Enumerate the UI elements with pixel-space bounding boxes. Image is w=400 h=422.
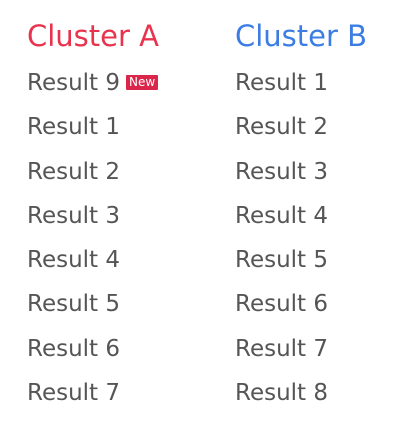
cluster-b-result-list: Result 1 Result 2 Result 3 Result 4 Resu… (235, 61, 367, 415)
cluster-b: Cluster B Result 1 Result 2 Result 3 Res… (235, 16, 367, 415)
cluster-a-result-item[interactable]: Result 2 (27, 150, 159, 194)
cluster-a: Cluster A Result 9 New Result 1 Result 2 … (27, 16, 159, 415)
cluster-a-title: Cluster A (27, 19, 159, 53)
result-label: Result 4 (27, 247, 121, 274)
cluster-a-result-item[interactable]: Result 6 (27, 327, 159, 371)
result-label: Result 4 (235, 202, 329, 229)
cluster-a-result-item[interactable]: Result 1 (27, 105, 159, 149)
result-label: Result 3 (27, 202, 121, 229)
cluster-a-result-item[interactable]: Result 9 New (27, 61, 159, 105)
result-label: Result 5 (27, 291, 121, 318)
result-label: Result 3 (235, 158, 329, 185)
cluster-b-result-item[interactable]: Result 7 (235, 327, 367, 371)
cluster-a-result-list: Result 9 New Result 1 Result 2 Result 3 R… (27, 61, 159, 415)
result-label: Result 5 (235, 247, 329, 274)
result-label: Result 1 (235, 70, 329, 96)
result-label: Result 6 (27, 335, 121, 362)
cluster-b-result-item[interactable]: Result 8 (235, 371, 367, 415)
cluster-b-result-item[interactable]: Result 3 (235, 150, 367, 194)
result-label: Result 2 (27, 158, 121, 185)
cluster-a-result-item[interactable]: Result 7 (27, 371, 159, 415)
cluster-b-result-item[interactable]: Result 1 (235, 61, 367, 105)
cluster-b-result-item[interactable]: Result 2 (235, 105, 367, 149)
cluster-a-result-item[interactable]: Result 5 (27, 282, 159, 326)
cluster-a-result-item[interactable]: Result 4 (27, 238, 159, 282)
result-label: Result 9 (27, 70, 121, 96)
new-badge: New (126, 75, 159, 90)
cluster-b-result-item[interactable]: Result 5 (235, 238, 367, 282)
result-label: Result 1 (27, 114, 121, 141)
result-label: Result 6 (235, 291, 329, 318)
result-label: Result 2 (235, 114, 329, 141)
result-label: Result 8 (235, 380, 329, 407)
cluster-b-title: Cluster B (235, 19, 368, 53)
result-label: Result 7 (27, 380, 121, 407)
cluster-b-result-item[interactable]: Result 4 (235, 194, 367, 238)
cluster-a-result-item[interactable]: Result 3 (27, 194, 159, 238)
result-label: Result 7 (235, 335, 329, 362)
cluster-b-result-item[interactable]: Result 6 (235, 282, 367, 326)
